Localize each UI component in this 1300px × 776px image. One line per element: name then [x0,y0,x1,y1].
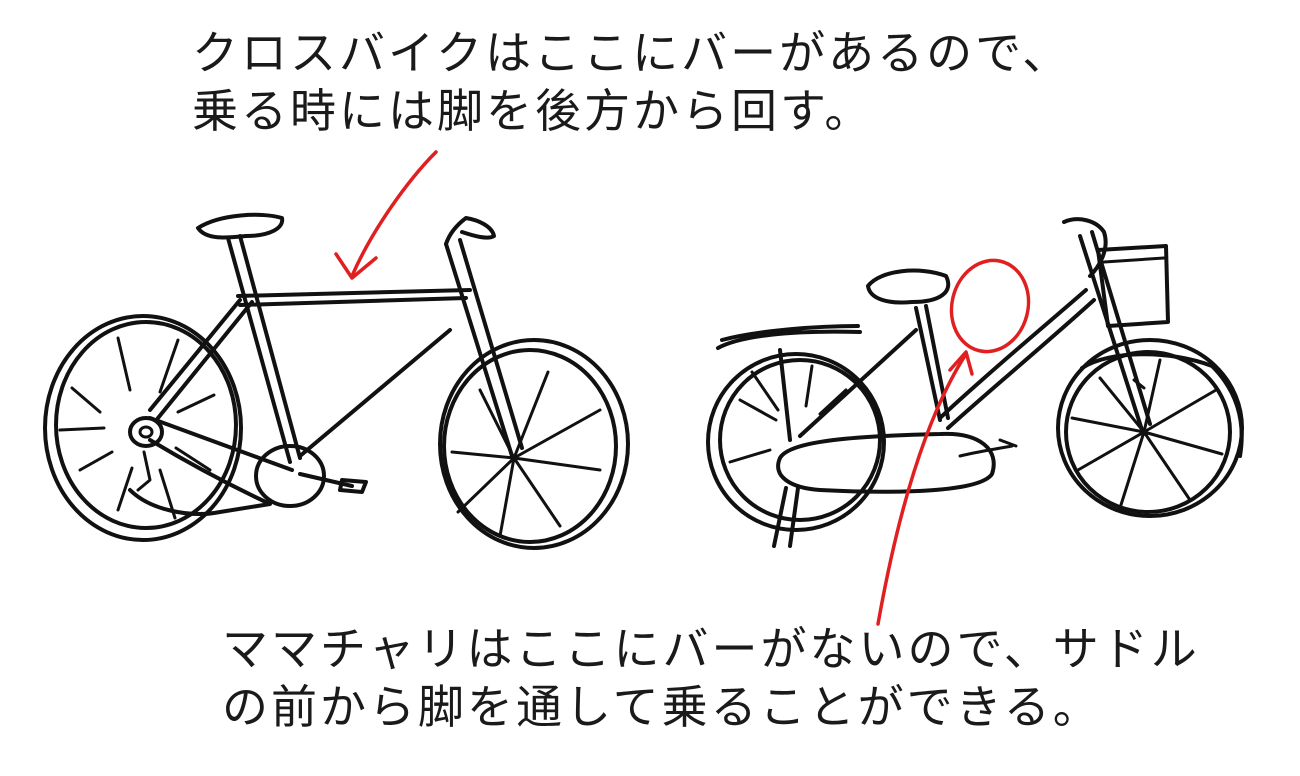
mamachari-saddle [866,268,950,305]
mamachari-rear-wheel [706,352,886,532]
mamachari-rear-fender [716,324,862,350]
no-bar-arrow [876,350,974,626]
cross-bike-caption-line-1: クロスバイクはここにバーがあるので、 [192,26,1072,80]
cross-bike-handlebar [444,216,496,246]
mamachari-caption-line-1: ママチャリはここにバーがないので、サドル [222,622,1200,676]
mamachari-front-fender [1080,352,1244,458]
mamachari-illustration [706,217,1244,548]
cross-bike-frame [148,234,524,472]
mamachari-caption-line-2: の前から脚を通して乗ることができる。 [222,680,1102,734]
top-bar-arrow [334,150,438,280]
mamachari-chain-cover [776,431,996,494]
cross-bike-caption-line-2: 乗る時には脚を後方から回す。 [192,84,874,138]
cross-bike-caption: クロスバイクはここにバーがあるので、 乗る時には脚を後方から回す。 [192,24,1071,140]
cross-bike-front-wheel [438,338,630,550]
cross-bike-crankset [128,416,368,516]
no-bar-area-circle [949,258,1031,354]
mamachari-kickstand [772,486,800,548]
cross-bike-illustration [43,212,630,550]
cross-bike-rear-wheel [43,314,243,542]
mamachari-handlebar [1062,217,1108,278]
cross-bike-saddle [196,212,285,240]
mamachari-caption: ママチャリはここにバーがないので、サドル の前から脚を通して乗ることができる。 [222,620,1200,736]
mamachari-frame [778,230,1152,442]
mamachari-basket [1096,244,1170,328]
